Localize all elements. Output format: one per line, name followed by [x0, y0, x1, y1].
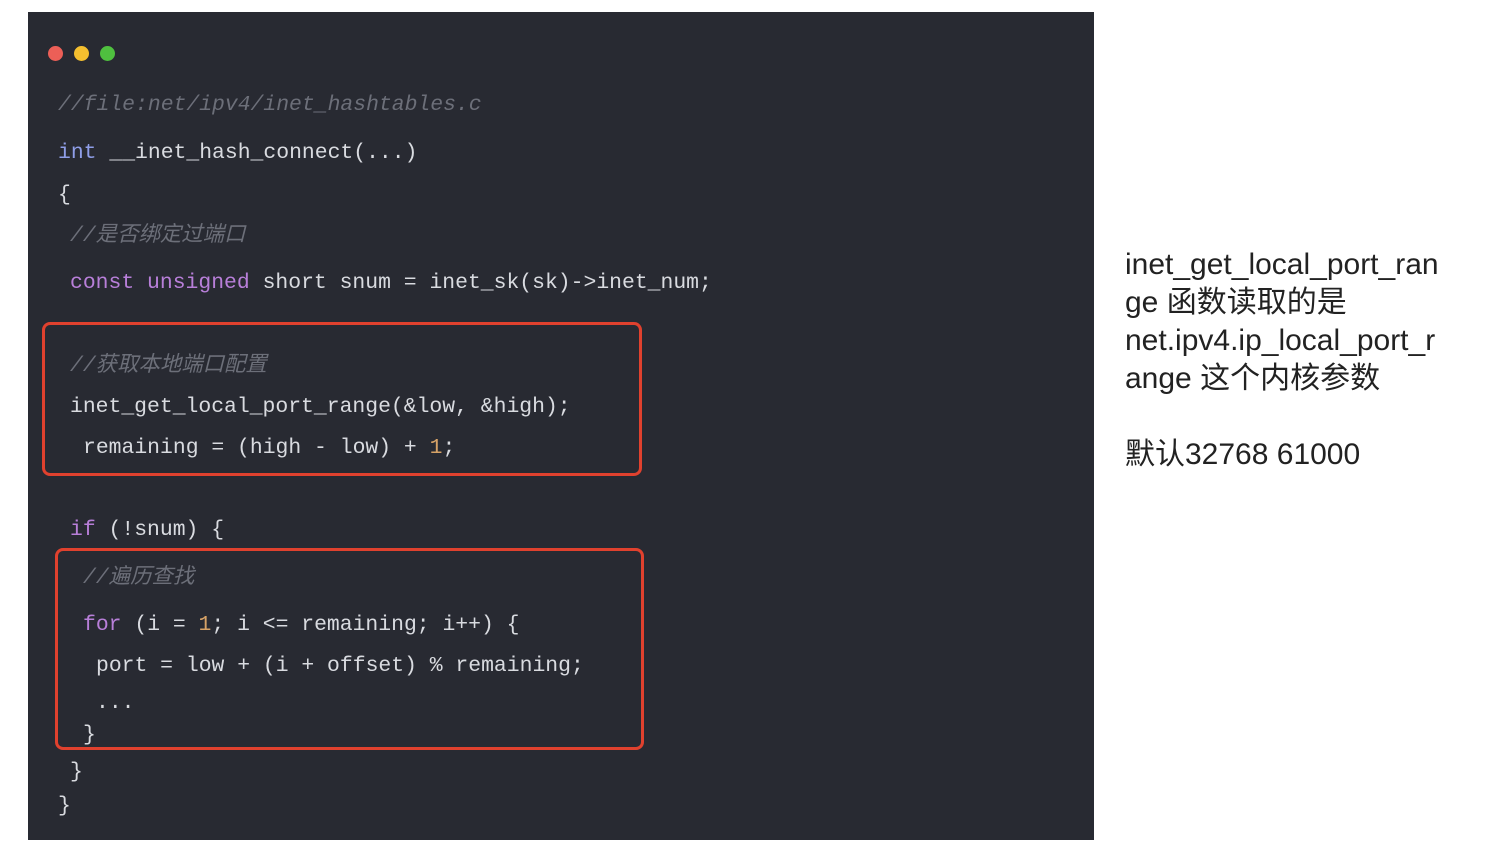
code-line: inet_get_local_port_range(&low, &high); [70, 394, 571, 420]
code-token: __inet_hash_connect(...) [96, 141, 418, 165]
code-comment: //是否绑定过端口 [70, 224, 246, 248]
code-line: for (i = 1; i <= remaining; i++) { [83, 612, 519, 638]
code-token: short snum = inet_sk(sk)->inet_num; [249, 271, 712, 295]
code-token: (i = [121, 613, 199, 637]
code-token: { [58, 183, 71, 207]
code-line: { [58, 182, 71, 208]
code-line: if (!snum) { [70, 517, 224, 543]
code-token: port = low + (i + offset) % remaining; [96, 654, 584, 678]
code-line: const unsigned short snum = inet_sk(sk)-… [70, 270, 712, 296]
code-token: } [70, 760, 83, 784]
code-line: //file:net/ipv4/inet_hashtables.c [58, 92, 482, 118]
explanation-line: ge 函数读取的是 [1125, 286, 1347, 319]
highlight-box-port-range [42, 322, 642, 476]
code-token: (!snum) { [95, 518, 225, 542]
code-token: remaining = (high - low) + [83, 436, 430, 460]
code-comment: //file:net/ipv4/inet_hashtables.c [58, 93, 482, 117]
code-token: ; i <= remaining; i++) { [211, 613, 520, 637]
minimize-window-icon[interactable] [74, 46, 89, 61]
code-line: //是否绑定过端口 [70, 223, 245, 249]
maximize-window-icon[interactable] [100, 46, 115, 61]
code-line: } [58, 793, 71, 819]
code-token: ; [442, 436, 456, 460]
code-token: 1 [198, 613, 212, 637]
explanation-text: inet_get_local_port_ran ge 函数读取的是 net.ip… [1125, 246, 1439, 398]
code-line: port = low + (i + offset) % remaining; [96, 653, 584, 679]
code-token: const [70, 271, 135, 295]
code-line: remaining = (high - low) + 1; [83, 435, 455, 461]
explanation-line: net.ipv4.ip_local_port_r [1125, 324, 1436, 357]
code-line: } [83, 722, 96, 748]
explanation-line: inet_get_local_port_ran [1125, 248, 1439, 281]
code-line: //获取本地端口配置 [70, 353, 267, 379]
code-line: } [70, 759, 83, 785]
close-window-icon[interactable] [48, 46, 63, 61]
code-token: unsigned [147, 271, 250, 295]
explanation-line: ange 这个内核参数 [1125, 362, 1381, 395]
code-comment: //获取本地端口配置 [70, 354, 267, 378]
code-token: int [58, 141, 97, 165]
code-token [134, 271, 147, 295]
code-token: if [70, 518, 96, 542]
code-token: 1 [429, 436, 443, 460]
code-token: inet_get_local_port_range(&low, &high); [70, 395, 571, 419]
code-token: ... [96, 691, 135, 715]
code-token: } [58, 794, 71, 818]
code-line: int __inet_hash_connect(...) [58, 140, 417, 166]
highlight-box-loop [55, 548, 644, 750]
code-line: ... [96, 690, 135, 716]
code-token: } [83, 723, 96, 747]
code-line: //遍历查找 [83, 565, 194, 591]
default-value-text: 默认32768 61000 [1125, 438, 1361, 471]
code-token: for [83, 613, 122, 637]
code-comment: //遍历查找 [83, 566, 195, 590]
